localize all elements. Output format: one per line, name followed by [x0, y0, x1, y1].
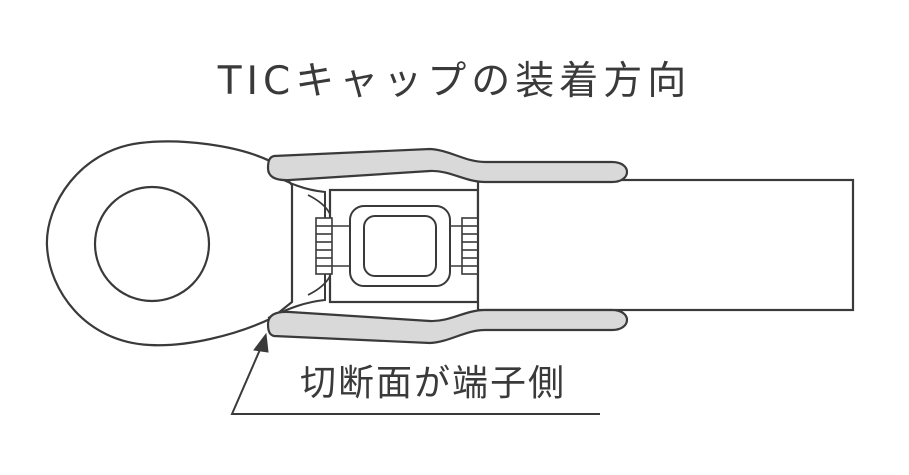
tic-cap-bottom — [266, 308, 629, 345]
callout-arrowhead — [253, 332, 269, 353]
serrations-left — [315, 217, 333, 275]
callout-label: 切断面が端子側 — [300, 363, 567, 404]
diagram-title: TICキャップの装着方向 — [217, 59, 692, 104]
terminal-neck-curl-top — [307, 194, 331, 215]
serrations-right — [461, 217, 479, 275]
terminal-neck-curl-bottom — [307, 275, 331, 296]
callout-leader — [230, 344, 600, 415]
tic-cap-top — [266, 147, 629, 184]
wire-cable — [476, 178, 855, 312]
crimp-window-inner — [363, 215, 437, 277]
ring-terminal-hole — [93, 185, 211, 303]
